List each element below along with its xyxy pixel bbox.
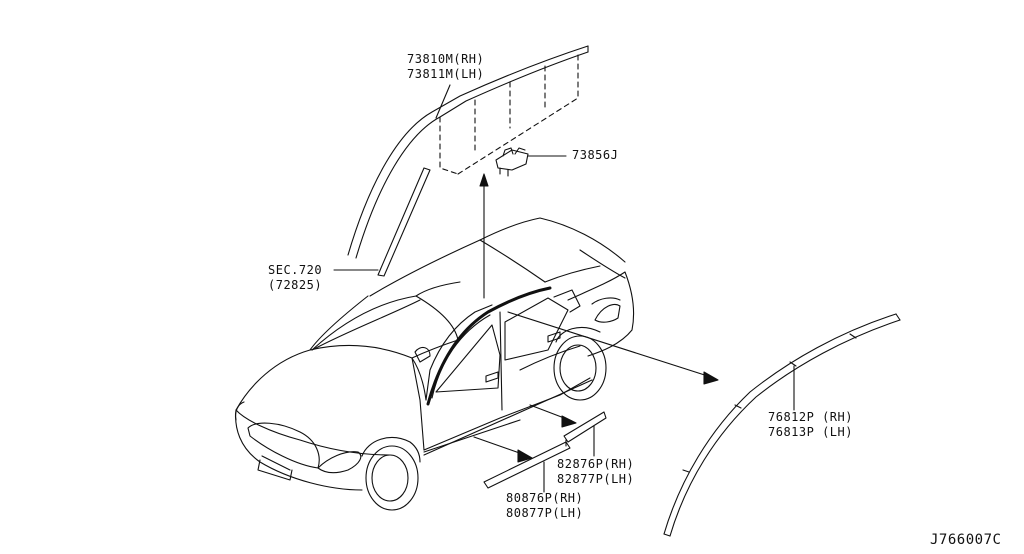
clip-part: [495, 147, 567, 177]
front-sill-rh-label: 80876P(RH): [506, 491, 584, 505]
front-sill-callout: 80876P(RH) 80877P(LH): [506, 491, 583, 520]
glass-molding-lh-label: 73811M(LH): [407, 67, 485, 81]
car-body: [234, 217, 635, 511]
arrow-front-sill: [473, 436, 533, 463]
roof-molding-part: [663, 313, 901, 537]
roof-molding-lh-label: 76813P (LH): [768, 425, 853, 439]
rear-sill-rh-label: 82876P(RH): [557, 457, 635, 471]
rear-sill-molding: [563, 411, 607, 457]
rear-sill-callout: 82876P(RH) 82877P(LH): [557, 457, 634, 486]
weatherstrip-part: [333, 167, 431, 277]
section-sub-label: (72825): [268, 278, 323, 292]
front-sill-lh-label: 80877P(LH): [506, 506, 584, 520]
roof-molding-callout: 76812P (RH) 76813P (LH): [768, 410, 853, 439]
glass-molding-callout: 73810M(RH) 73811M(LH): [407, 52, 484, 81]
clip-label: 73856J: [572, 148, 619, 162]
glass-molding-part: [347, 45, 589, 259]
section-ref-callout: SEC.720 (72825): [268, 263, 322, 292]
glass-molding-rh-label: 73810M(RH): [407, 52, 485, 66]
front-sill-molding: [483, 441, 571, 493]
section-label: SEC.720: [268, 263, 323, 277]
arrow-up: [479, 173, 489, 299]
rear-sill-lh-label: 82877P(LH): [557, 472, 635, 486]
arrow-rear-sill: [529, 404, 577, 428]
roof-molding-rh-label: 76812P (RH): [768, 410, 853, 424]
arrow-right: [507, 311, 719, 385]
diagram-id: J766007C: [930, 532, 1002, 548]
